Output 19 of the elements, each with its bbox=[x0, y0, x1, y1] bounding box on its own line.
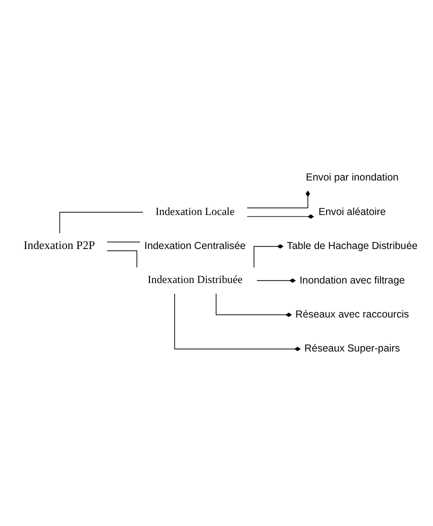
node-text: Indexation Centralisée bbox=[144, 240, 246, 252]
node-text: Indexation P2P bbox=[24, 238, 96, 252]
connector bbox=[246, 214, 314, 218]
connector bbox=[106, 250, 138, 268]
node-text: Indexation Distribuée bbox=[148, 274, 242, 286]
node-text: Réseaux Super-pairs bbox=[304, 343, 400, 354]
connector bbox=[254, 244, 284, 268]
node-text: Envoi par inondation bbox=[306, 172, 399, 184]
node-text: Réseaux avec raccourcis bbox=[295, 308, 410, 320]
connector bbox=[59, 211, 144, 234]
connector bbox=[246, 190, 310, 208]
node-text: Table de Hachage Distribuée bbox=[286, 240, 418, 252]
connector bbox=[106, 241, 140, 242]
connector bbox=[216, 292, 292, 316]
connector bbox=[256, 278, 296, 282]
connector bbox=[174, 292, 301, 351]
node-text: Inondation avec filtrage bbox=[300, 274, 405, 286]
node-text: Envoi aléatoire bbox=[318, 206, 386, 218]
node-text: Indexation Locale bbox=[156, 205, 235, 218]
